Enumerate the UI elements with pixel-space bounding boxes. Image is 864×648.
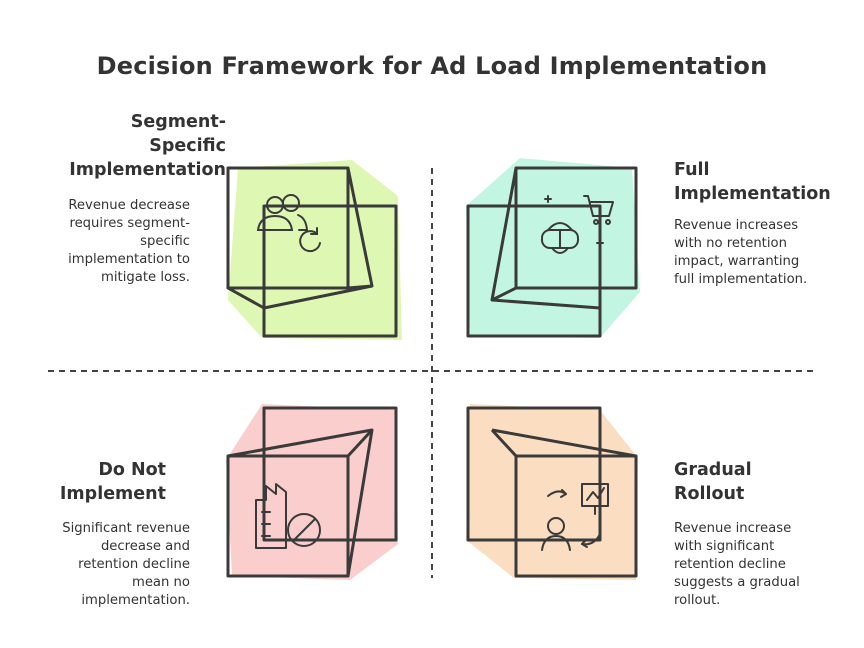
vr-headset-cart-icon [541,195,614,254]
user-chart-cycle-icon [541,483,609,551]
do-not-implement-title: Do Not Implement [59,460,166,504]
full-implementation-title: Full Implementation [674,160,831,204]
back-panel [262,406,398,542]
gradual-rollout-box [466,404,638,580]
segment-specific-title: Segment- Specific Implementation [69,112,226,180]
users-refresh-icon [256,194,321,253]
segment-specific-description: Revenue decrease requires segment- speci… [68,198,190,285]
full-implementation-description: Revenue increases with no retention impa… [674,218,808,287]
back-panel [466,204,602,338]
front-panel [514,166,638,290]
back-panel [466,406,602,542]
full-implementation-box [466,158,640,338]
page-title: Decision Framework for Ad Load Implement… [96,52,768,80]
do-not-implement-box [226,404,398,580]
segment-specific-box [226,160,402,340]
factory-prohibited-icon [255,483,321,549]
gradual-rollout-description: Revenue increase with significant retent… [674,521,800,608]
fold-edge [490,428,518,576]
gradual-rollout-title: Gradual Rollout [674,460,752,504]
back-panel [262,204,398,338]
do-not-implement-description: Significant revenue decrease and retenti… [62,521,190,608]
